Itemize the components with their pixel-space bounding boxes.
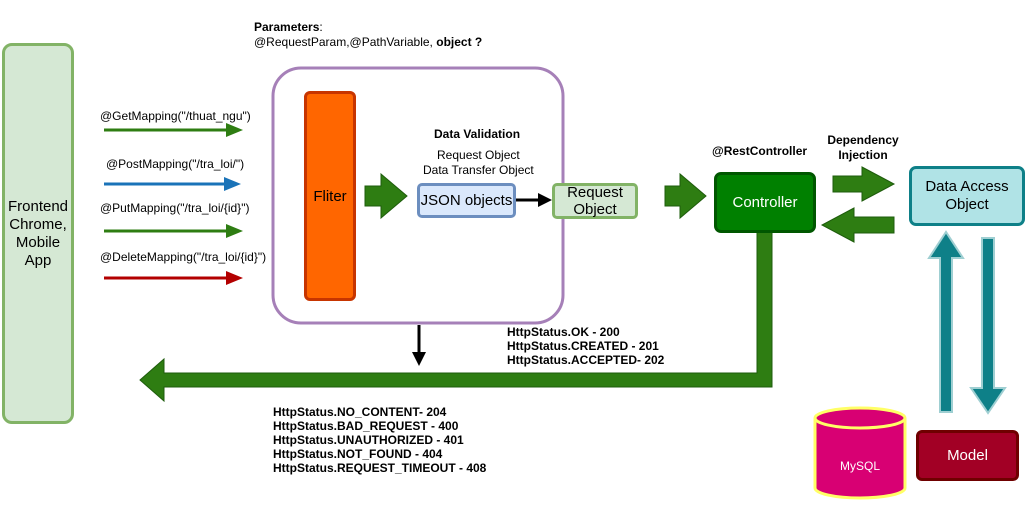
- validation-request-object: Request Object: [437, 148, 520, 162]
- status-success-list: HttpStatus.OK - 200 HttpStatus.CREATED -…: [507, 325, 664, 367]
- frontend-label: Frontend Chrome, Mobile App: [7, 197, 69, 269]
- parameters-colon: :: [319, 20, 323, 34]
- dao-to-model-arrow: [969, 237, 1007, 415]
- parameters-line: @RequestParam,@PathVariable,: [254, 35, 437, 49]
- parameters-title: Parameters: [254, 20, 320, 34]
- status-created: HttpStatus.CREATED - 201: [507, 339, 659, 353]
- json-objects-label: JSON objects: [420, 192, 513, 209]
- validation-dto: Data Transfer Object: [423, 163, 534, 177]
- get-mapping-label: @GetMapping("/thuat_ngu"): [100, 109, 251, 123]
- status-accepted: HttpStatus.ACCEPTED- 202: [507, 353, 665, 367]
- dao-to-controller-arrow: [820, 207, 895, 243]
- delete-mapping-label: @DeleteMapping("/tra_loi/{id}"): [100, 250, 267, 264]
- json-objects-box: JSON objects: [417, 183, 516, 218]
- status-not-found: HttpStatus.NOT_FOUND - 404: [273, 447, 443, 461]
- json-to-request-arrow: [516, 193, 552, 207]
- dependency-injection-label: Dependency Injection: [827, 133, 899, 162]
- delete-mapping-arrow: [104, 271, 243, 285]
- controller-to-dao-arrow: [832, 166, 896, 202]
- filter-box: Fliter: [304, 91, 356, 301]
- request-to-controller-arrow: [664, 172, 707, 220]
- dao-box: Data Access Object: [909, 166, 1025, 226]
- parameters-note: Parameters: @RequestParam,@PathVariable,…: [254, 20, 482, 50]
- dao-label: Data Access Object: [925, 178, 1009, 213]
- filter-to-json-arrow: [364, 172, 408, 220]
- status-error-list: HttpStatus.NO_CONTENT- 204 HttpStatus.BA…: [273, 405, 486, 475]
- model-to-dao-arrow: [927, 230, 965, 413]
- request-object-box: Request Object: [552, 183, 638, 219]
- status-ok: HttpStatus.OK - 200: [507, 325, 620, 339]
- controller-box: Controller: [714, 172, 816, 233]
- container-down-arrow: [412, 325, 426, 366]
- mysql-cylinder: [813, 406, 907, 500]
- put-mapping-label: @PutMapping("/tra_loi/{id}"): [100, 201, 250, 215]
- request-object-label: Request Object: [567, 184, 623, 218]
- frontend-box: Frontend Chrome, Mobile App: [2, 43, 74, 424]
- filter-label: Fliter: [313, 187, 347, 205]
- model-label: Model: [947, 447, 988, 464]
- status-no-content: HttpStatus.NO_CONTENT- 204: [273, 405, 447, 419]
- rest-controller-annotation: @RestController: [712, 144, 808, 158]
- status-request-timeout: HttpStatus.REQUEST_TIMEOUT - 408: [273, 461, 487, 475]
- model-box: Model: [916, 430, 1019, 481]
- parameters-object: object ?: [436, 35, 483, 49]
- post-mapping-arrow: [104, 177, 241, 191]
- response-return-arrow: [139, 231, 773, 403]
- put-mapping-arrow: [104, 224, 243, 238]
- status-unauthorized: HttpStatus.UNAUTHORIZED - 401: [273, 433, 464, 447]
- status-bad-request: HttpStatus.BAD_REQUEST - 400: [273, 419, 459, 433]
- get-mapping-arrow: [104, 123, 243, 137]
- mysql-label: MySQL: [839, 459, 880, 473]
- post-mapping-label: @PostMapping("/tra_loi/"): [106, 157, 245, 171]
- controller-label: Controller: [732, 194, 798, 211]
- data-validation-title: Data Validation: [434, 127, 521, 141]
